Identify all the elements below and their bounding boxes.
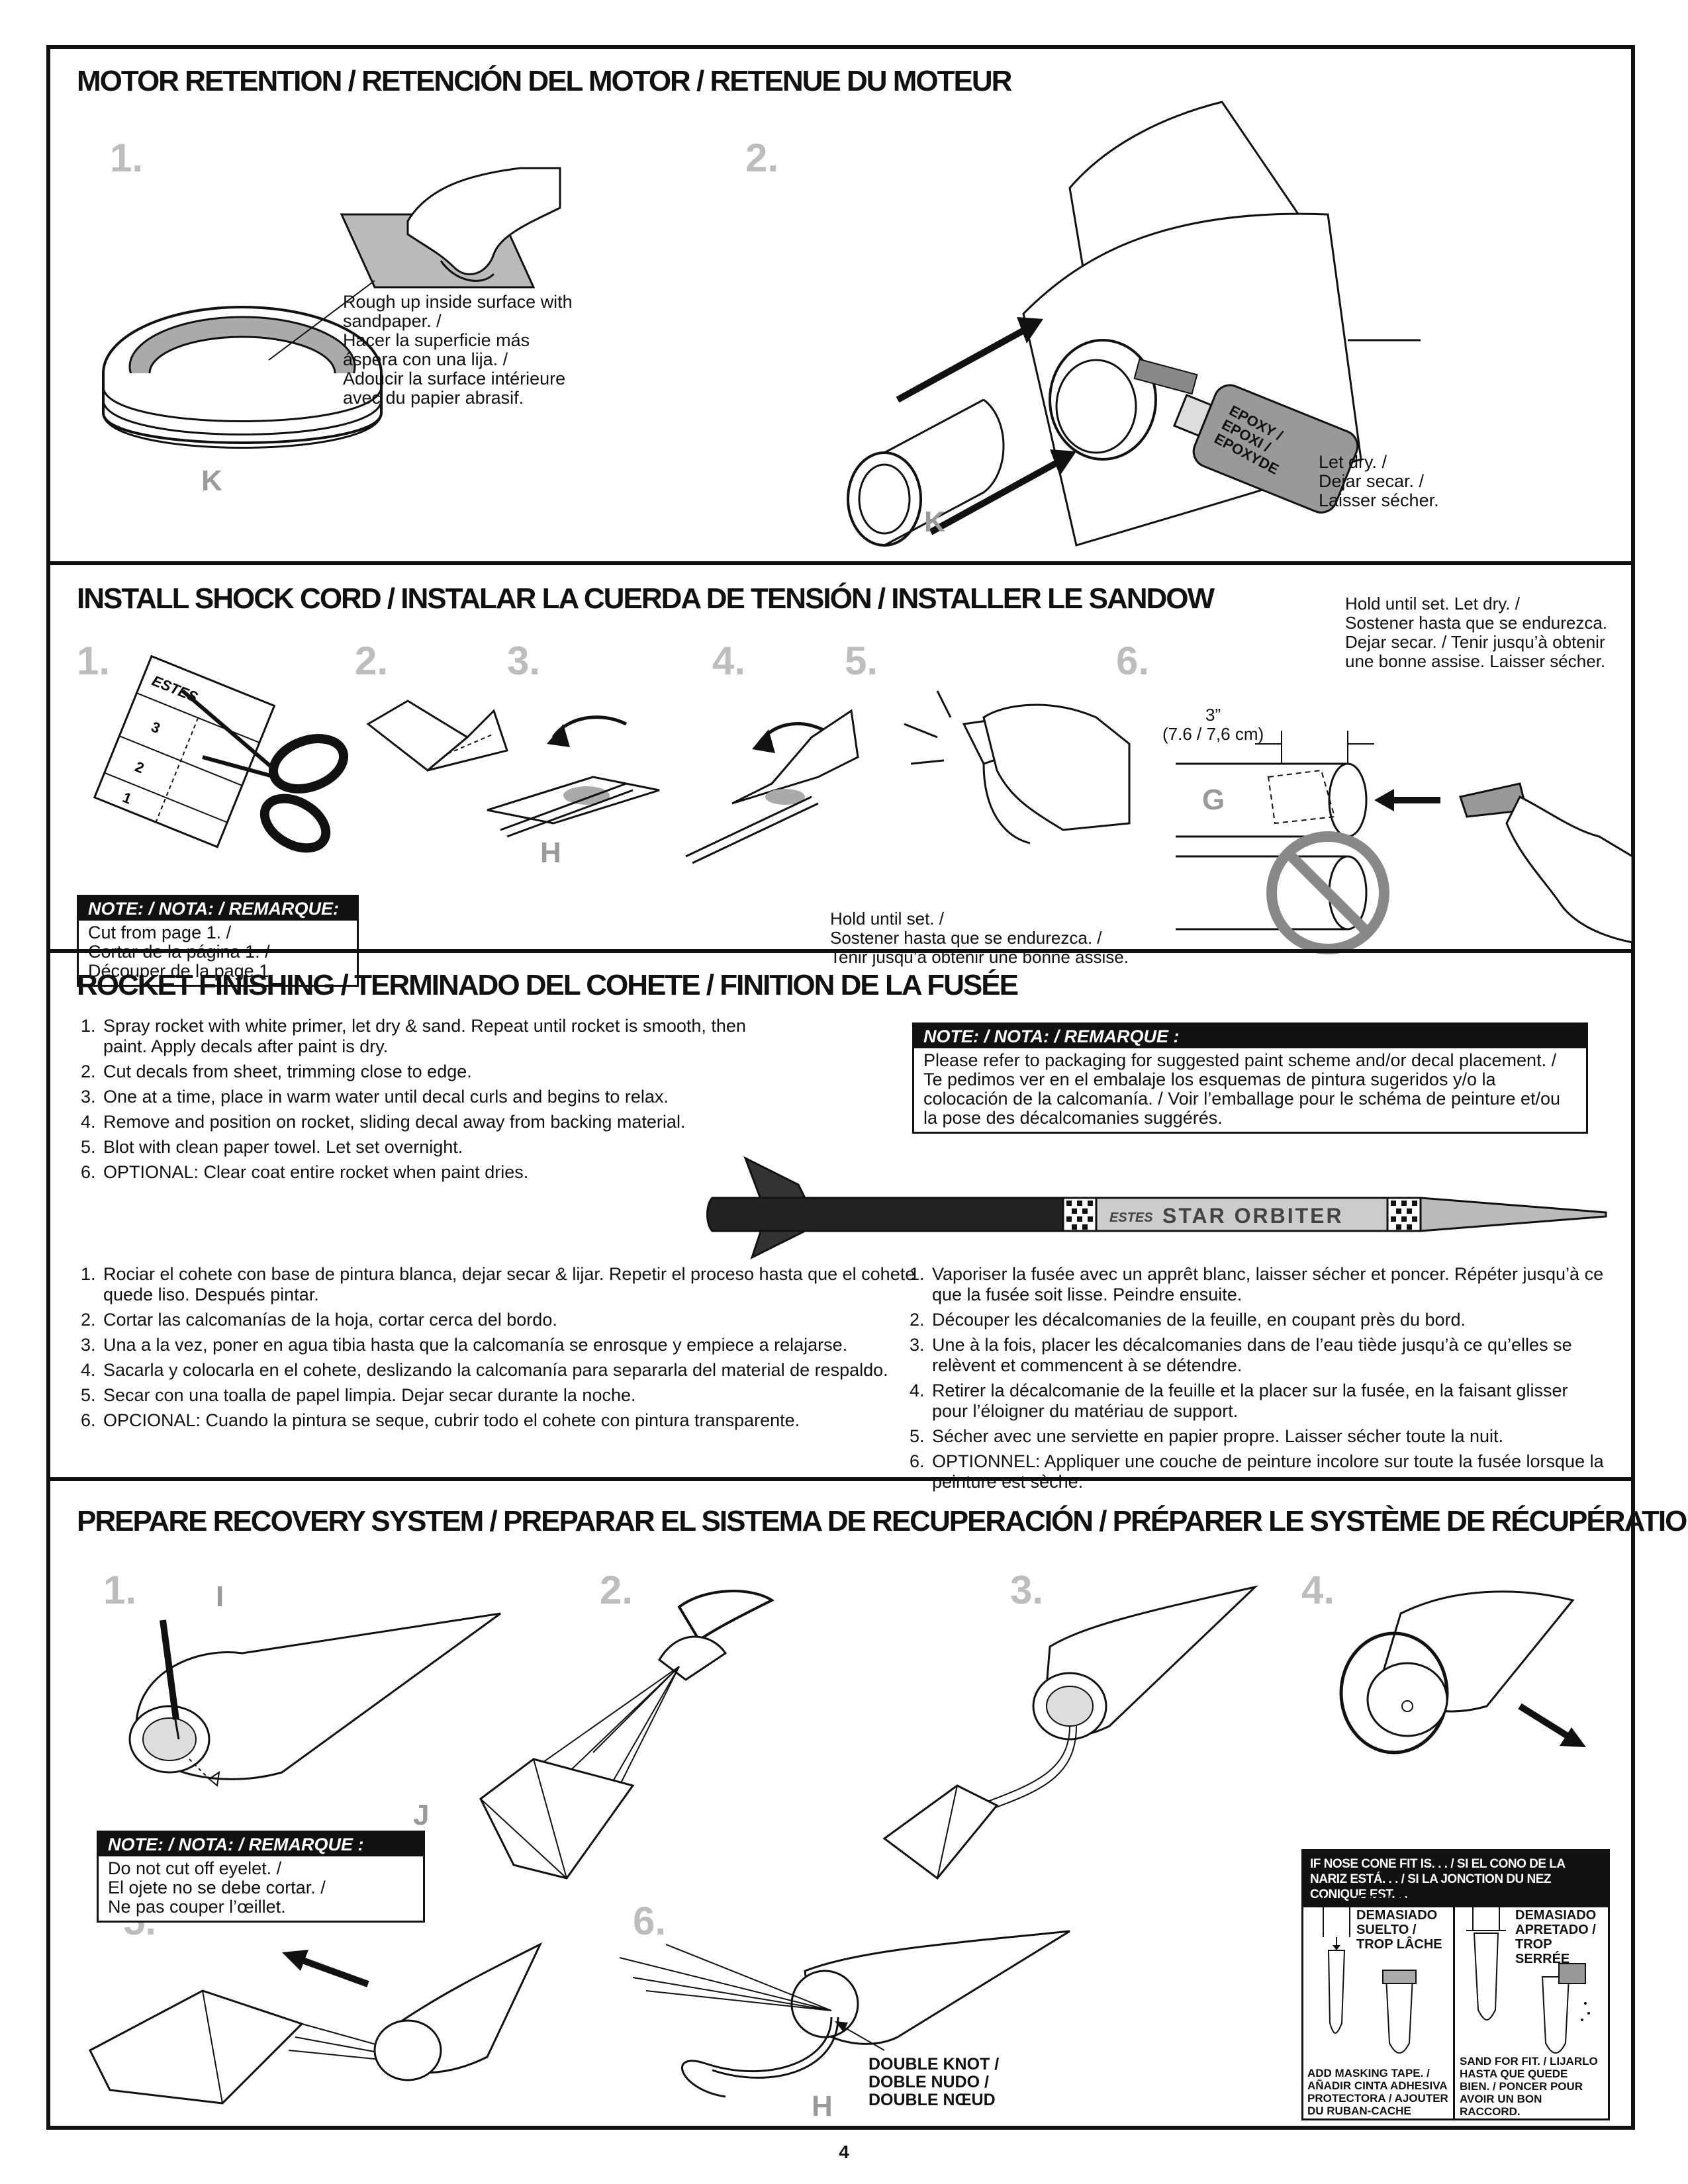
wrapped-chute-illustration <box>1339 1590 1586 1754</box>
fit-box-divider <box>1453 1889 1455 2118</box>
part-label-j: J <box>413 1799 430 1831</box>
french-steps-list: Vaporiser la fusée avec un apprêt blanc,… <box>906 1264 1605 1497</box>
note-body: Please refer to packaging for suggested … <box>923 1050 1561 1128</box>
folded-mount-illustration <box>366 700 508 772</box>
rocket-name: STAR ORBITER <box>1162 1204 1344 1228</box>
step-number: 5. <box>845 639 878 683</box>
double-knot-caption: DOUBLE KNOT / DOBLE NUDO / DOUBLE NŒUD <box>868 2055 1000 2109</box>
rocket-logo: ESTES <box>1109 1210 1153 1225</box>
list-item: Spray rocket with white primer, let dry … <box>101 1016 763 1057</box>
section-title: ROCKET FINISHING / TERMINADO DEL COHETE … <box>77 969 1019 1001</box>
list-item: Une à la fois, placer les décalcomanies … <box>929 1335 1605 1376</box>
note-header: NOTE: / NOTA: / REMARQUE: <box>79 897 357 921</box>
list-item: Retirer la décalcomanie de la feuille et… <box>929 1381 1605 1422</box>
part-label-g: G <box>1202 784 1225 816</box>
parachute-fold-illustration <box>479 1590 774 1880</box>
step-number: 6. <box>633 1899 667 1943</box>
nose-cone-fit-box: IF NOSE CONE FIT IS. . . / SI EL CONO DE… <box>1301 1849 1610 2120</box>
section-rocket-finishing: ROCKET FINISHING / TERMINADO DEL COHETE … <box>50 949 1631 1492</box>
part-label-k: K <box>201 465 222 497</box>
list-item: Cortar las calcomanías de la hoja, corta… <box>101 1310 921 1330</box>
chute-attached-cone-illustration <box>882 1585 1258 1880</box>
part-label-h: H <box>812 2090 833 2122</box>
eyelet-note-box: NOTE: / NOTA: / REMARQUE : Do not cut of… <box>97 1831 425 1923</box>
tight-fit-icon <box>1466 1891 1590 2054</box>
list-item: Cut decals from sheet, trimming close to… <box>101 1062 763 1082</box>
template-scissors-illustration: ESTES 3 2 1 <box>93 655 349 853</box>
sanding-motor-clip-illustration <box>102 167 561 449</box>
section-motor-retention: MOTOR RETENTION / RETENCIÓN DEL MOTOR / … <box>50 49 1631 561</box>
note-body: Cut from page 1. / Cortar de la página 1… <box>88 923 274 981</box>
step-number: 1. <box>103 1568 137 1612</box>
page-frame: MOTOR RETENTION / RETENCIÓN DEL MOTOR / … <box>46 45 1688 2130</box>
note-header: NOTE: / NOTA: / REMARQUE : <box>99 1833 423 1856</box>
too-tight-label: TOO TIGHT / DEMASIADO APRETADO / TROP SE… <box>1515 1893 1597 1966</box>
spanish-steps-list: Rociar el cohete con base de pintura bla… <box>77 1264 921 1435</box>
fit-box-header: IF NOSE CONE FIT IS. . . / SI EL CONO DE… <box>1303 1851 1608 1907</box>
list-item: Vaporiser la fusée avec un apprêt blanc,… <box>929 1264 1605 1305</box>
list-item: OPTIONAL: Clear coat entire rocket when … <box>101 1162 763 1183</box>
sand-for-fit-instruction: SAND FOR FIT. / LIJARLO HASTA QUE QUEDE … <box>1460 2055 1598 2118</box>
note-box: NOTE: / NOTA: / REMARQUE: Cut from page … <box>77 895 359 987</box>
rocket-illustration: ESTES STAR ORBITER <box>706 1156 1607 1259</box>
part-label-k: K <box>924 506 945 538</box>
section-title: INSTALL SHOCK CORD / INSTALAR LA CUERDA … <box>77 582 1215 615</box>
note-header: NOTE: / NOTA: / REMARQUE : <box>914 1024 1586 1048</box>
insert-mount-illustration <box>1176 731 1634 954</box>
list-item: Rociar el cohete con base de pintura bla… <box>101 1264 921 1305</box>
note-body: Do not cut off eyelet. / El ojete no se … <box>108 1858 326 1917</box>
page-number: 4 <box>839 2142 849 2162</box>
double-knot-illustration <box>619 1930 1070 2098</box>
step-number: 3. <box>507 639 541 683</box>
list-item: Blot with clean paper towel. Let set ove… <box>101 1137 763 1158</box>
add-tape-instruction: ADD MASKING TAPE. / AÑADIR CINTA ADHESIV… <box>1307 2067 1448 2117</box>
sanding-caption: Rough up inside surface with sandpaper. … <box>343 292 573 408</box>
too-loose-label: TOO LOOSE / DEMASIADO SUELTO / TROP LÂCH… <box>1356 1893 1442 1952</box>
english-steps-list: Spray rocket with white primer, let dry … <box>77 1016 763 1187</box>
list-item: Sécher avec une serviette en papier prop… <box>929 1426 1605 1447</box>
hold-let-dry-caption: Hold until set. Let dry. / Sostener hast… <box>1345 594 1608 671</box>
list-item: OPCIONAL: Cuando la pintura se seque, cu… <box>101 1410 921 1431</box>
step-number: 4. <box>712 639 746 683</box>
list-item: Secar con una toalla de papel limpia. De… <box>101 1385 921 1406</box>
list-item: Remove and position on rocket, sliding d… <box>101 1112 763 1132</box>
step-number: 2. <box>600 1568 633 1612</box>
list-item: Sacarla y colocarla en el cohete, desliz… <box>101 1360 921 1381</box>
section-title: PREPARE RECOVERY SYSTEM / PREPARAR EL SI… <box>77 1505 1688 1537</box>
step-number: 3. <box>1010 1568 1044 1612</box>
cord-on-mount-illustration <box>487 715 660 838</box>
part-label-i: I <box>216 1580 224 1613</box>
step-number: 1. <box>77 639 111 683</box>
section-shock-cord: INSTALL SHOCK CORD / INSTALAR LA CUERDA … <box>50 561 1634 987</box>
list-item: Una a la vez, poner en agua tibia hasta … <box>101 1335 921 1355</box>
paint-note-box: NOTE: / NOTA: / REMARQUE : Please refer … <box>912 1023 1588 1134</box>
list-item: Découper les décalcomanies de la feuille… <box>929 1310 1605 1330</box>
step-number: 4. <box>1301 1568 1335 1612</box>
step-number: 6. <box>1116 639 1150 683</box>
insert-chute-illustration <box>89 1942 543 2105</box>
list-item: One at a time, place in warm water until… <box>101 1087 763 1107</box>
let-dry-caption: Let dry. / Dejar secar. / Laisser sécher… <box>1319 452 1439 510</box>
step-number: 1. <box>110 136 144 180</box>
fold-over-illustration <box>685 709 859 864</box>
list-item: OPTIONNEL: Appliquer une couche de peint… <box>929 1451 1605 1492</box>
gluing-motor-clip-illustration <box>847 101 1421 547</box>
section-recovery-system: PREPARE RECOVERY SYSTEM / PREPARAR EL SI… <box>50 1477 1688 2126</box>
part-label-h: H <box>540 837 561 869</box>
hold-squeeze-illustration <box>904 690 1131 844</box>
loose-fit-icon <box>1323 1891 1417 2054</box>
nose-cone-eyelet-illustration <box>128 1612 501 1787</box>
section-title: MOTOR RETENTION / RETENCIÓN DEL MOTOR / … <box>77 65 1012 97</box>
dimension-label: 3” (7.6 / 7,6 cm) <box>1162 705 1264 744</box>
step-number: 2. <box>745 136 779 180</box>
step-number: 2. <box>355 639 389 683</box>
